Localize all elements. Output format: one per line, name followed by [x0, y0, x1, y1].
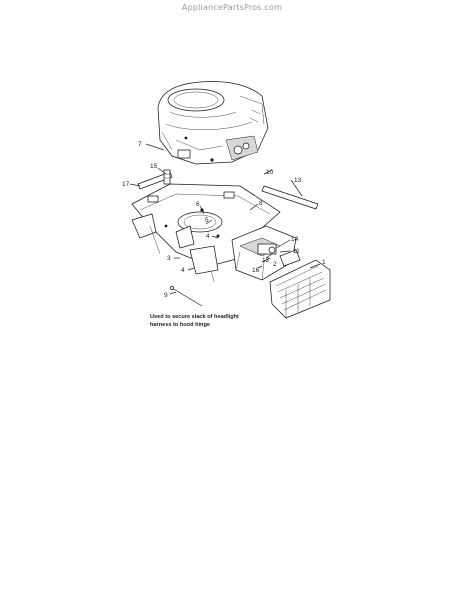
tie-strap-note: Used to secure slack of headlight harnes…	[150, 314, 239, 328]
callout-1: 1	[322, 259, 326, 266]
watermark-text: AppliancePartsPros.com	[181, 3, 283, 12]
engine-assembly	[157, 81, 269, 165]
callout-6: 6	[196, 201, 200, 208]
callout-4-upper: 4	[206, 233, 210, 240]
callout-14: 14	[291, 236, 299, 243]
callout-9: 9	[164, 292, 168, 299]
callout-16: 16	[252, 267, 260, 274]
callout-4: 4	[181, 267, 185, 274]
bolt-part-15	[163, 169, 171, 185]
grille-part	[269, 259, 331, 319]
callout-5: 5	[205, 217, 209, 224]
callout-8: 8	[259, 200, 263, 207]
callout-2: 2	[273, 261, 277, 268]
rod-part-17	[137, 171, 173, 190]
tie-strap-part-9	[170, 286, 203, 307]
rod-part-13	[261, 185, 319, 210]
callout-leaders	[129, 143, 321, 295]
note-line-1: Used to secure slack of headlight	[150, 314, 239, 320]
callout-10: 10	[266, 169, 274, 176]
callout-labels: 7 15 17 10 13 8 6 5 4 14 11 12 2 16 3 4 …	[122, 141, 326, 299]
callout-13: 13	[294, 177, 302, 184]
callout-12: 12	[262, 257, 270, 264]
callout-3: 3	[167, 255, 171, 262]
headlight-assembly	[231, 225, 301, 281]
frame-plate	[131, 183, 281, 283]
callout-15: 15	[150, 163, 158, 170]
note-line-2: harness to hood hinge	[150, 322, 210, 328]
callout-17: 17	[122, 181, 130, 188]
callout-11: 11	[293, 248, 300, 255]
callout-7: 7	[138, 141, 142, 148]
